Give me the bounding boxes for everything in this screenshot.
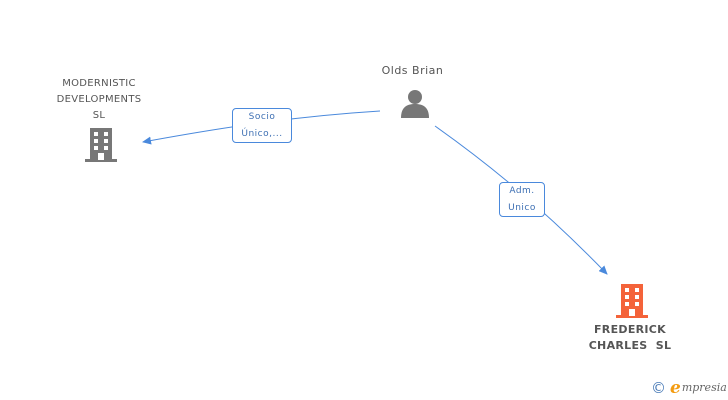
company-label-line: DEVELOPMENTS — [56, 94, 142, 105]
empresia-logo-text: mpresia — [681, 381, 727, 394]
empresia-logo-initial: e — [670, 378, 681, 398]
company-label-line: MODERNISTIC — [62, 78, 136, 89]
company-label-line: FREDERICK — [593, 323, 666, 336]
company-label-line: CHARLES SL — [588, 339, 672, 352]
copyright-icon: © — [651, 379, 666, 397]
edge-label-line: Socio — [248, 112, 276, 122]
building-icon-highlighted[interactable] — [616, 284, 648, 318]
person-icon[interactable] — [400, 88, 430, 118]
edge-label-line: Único,... — [241, 129, 283, 139]
edge-label-adm-unico[interactable]: Adm. Unico — [499, 182, 545, 217]
company-label-frederick[interactable]: FREDERICK CHARLES SL — [570, 322, 690, 354]
building-icon[interactable] — [85, 128, 117, 162]
company-label-modernistic[interactable]: MODERNISTIC DEVELOPMENTS SL — [48, 76, 150, 124]
edge-label-line: Adm. — [509, 186, 535, 196]
empresia-watermark: © e mpresia — [651, 378, 727, 398]
edge-label-socio-unico[interactable]: Socio Único,... — [232, 108, 292, 143]
person-name[interactable]: Olds Brian — [381, 64, 444, 77]
company-label-line: SL — [92, 110, 106, 121]
edge-label-line: Unico — [508, 203, 536, 213]
